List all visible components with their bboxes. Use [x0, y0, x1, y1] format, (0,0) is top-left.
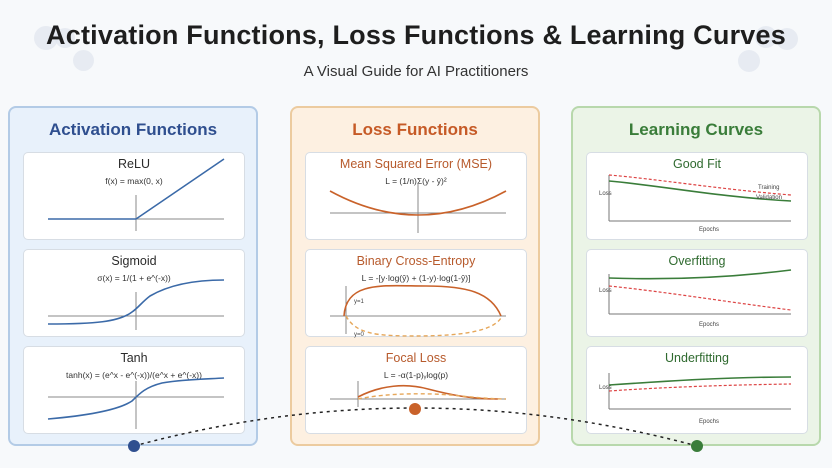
- card-formula: L = -[y·log(ŷ) + (1-y)·log(1-ŷ)]: [361, 273, 471, 283]
- page-title: Activation Functions, Loss Functions & L…: [46, 20, 786, 50]
- x-axis-label: Epochs: [699, 322, 719, 328]
- relu-card: ReLU f(x) = max(0, x): [23, 152, 245, 240]
- validation-curve: [608, 174, 792, 196]
- bce-plot: y=1 y=0: [330, 284, 506, 338]
- card-name: Mean Squared Error (MSE): [339, 157, 493, 171]
- panel-title: Loss Functions: [352, 120, 478, 139]
- learning-curves-panel: Learning Curves Good Fit Loss Epochs Tra…: [571, 106, 821, 446]
- focal-loss-card: Focal Loss L = -α(1-p)ᵧlog(p): [305, 346, 527, 434]
- sigmoid-plot: [47, 279, 225, 330]
- mse-card: Mean Squared Error (MSE) L = (1/n)Σ(y - …: [305, 152, 527, 240]
- focal-curve-dashed: [357, 393, 507, 400]
- page-subtitle: A Visual Guide for AI Practitioners: [303, 63, 529, 80]
- training-curve: [608, 285, 792, 311]
- card-name: Sigmoid: [111, 254, 157, 268]
- panel-title: Learning Curves: [628, 120, 764, 139]
- bce-curve-y1: [343, 284, 502, 317]
- decor-circle: [55, 28, 75, 48]
- decor-circle: [738, 50, 760, 72]
- decor-circle: [73, 50, 94, 71]
- activation-functions-panel: Activation Functions ReLU f(x) = max(0, …: [8, 106, 258, 446]
- card-name: Focal Loss: [385, 351, 447, 365]
- card-name: Underfitting: [665, 351, 729, 365]
- underfitting-plot: Loss Epochs: [599, 373, 792, 425]
- bce-label-y1: y=1: [354, 299, 365, 305]
- card-name: Overfitting: [668, 254, 726, 268]
- card-formula: tanh(x) = (e^x - e^(-x))/(e^x + e^(-x)): [66, 370, 202, 380]
- mse-curve: [329, 190, 507, 216]
- overfitting-plot: Loss Epochs: [599, 269, 792, 328]
- legend-training: Training: [758, 185, 779, 191]
- sigmoid-card: Sigmoid σ(x) = 1/(1 + e^(-x)): [23, 249, 245, 337]
- card-formula: L = (1/n)Σ(y - ŷ)²: [385, 176, 447, 186]
- mse-plot: [329, 183, 507, 233]
- legend-validation: Validation: [756, 195, 782, 201]
- validation-curve: [608, 269, 792, 280]
- card-formula: σ(x) = 1/(1 + e^(-x)): [97, 273, 171, 283]
- focal-curve: [357, 384, 499, 400]
- relu-curve: [48, 158, 225, 220]
- x-axis-label: Epochs: [699, 419, 719, 425]
- training-curve: [608, 180, 792, 202]
- y-axis-label: Loss: [599, 288, 612, 294]
- card-name: ReLU: [118, 157, 150, 171]
- validation-curve: [608, 376, 792, 386]
- y-axis-label: Loss: [599, 191, 612, 197]
- focal-loss-plot: [330, 381, 507, 407]
- y-axis-label: Loss: [599, 385, 612, 391]
- card-name: Good Fit: [673, 157, 721, 171]
- good-fit-card: Good Fit Loss Epochs Training Validation: [586, 152, 808, 240]
- bce-curve-y0: [345, 315, 503, 337]
- panel-title: Activation Functions: [48, 120, 218, 139]
- bce-card: Binary Cross-Entropy L = -[y·log(ŷ) + (1…: [305, 249, 527, 338]
- card-name: Tanh: [120, 351, 148, 365]
- good-fit-plot: Loss Epochs Training Validation: [599, 174, 792, 233]
- training-curve: [608, 383, 792, 392]
- loss-functions-panel: Loss Functions Mean Squared Error (MSE) …: [290, 106, 540, 446]
- underfitting-card: Underfitting Loss Epochs: [586, 346, 808, 434]
- sigmoid-curve: [47, 279, 225, 325]
- card-name: Binary Cross-Entropy: [356, 254, 476, 268]
- x-axis-label: Epochs: [699, 227, 719, 233]
- tanh-card: Tanh tanh(x) = (e^x - e^(-x))/(e^x + e^(…: [23, 346, 245, 434]
- decor-circle: [34, 26, 58, 50]
- card-formula: L = -α(1-p)ᵧlog(p): [383, 370, 449, 380]
- relu-plot: [48, 158, 225, 231]
- card-formula: f(x) = max(0, x): [105, 176, 163, 186]
- tanh-plot: [47, 377, 225, 429]
- tanh-curve: [47, 377, 225, 420]
- decor-circle: [755, 26, 777, 48]
- overfitting-card: Overfitting Loss Epochs: [586, 249, 808, 337]
- bce-label-y0: y=0: [354, 332, 365, 338]
- decor-circle: [776, 28, 798, 50]
